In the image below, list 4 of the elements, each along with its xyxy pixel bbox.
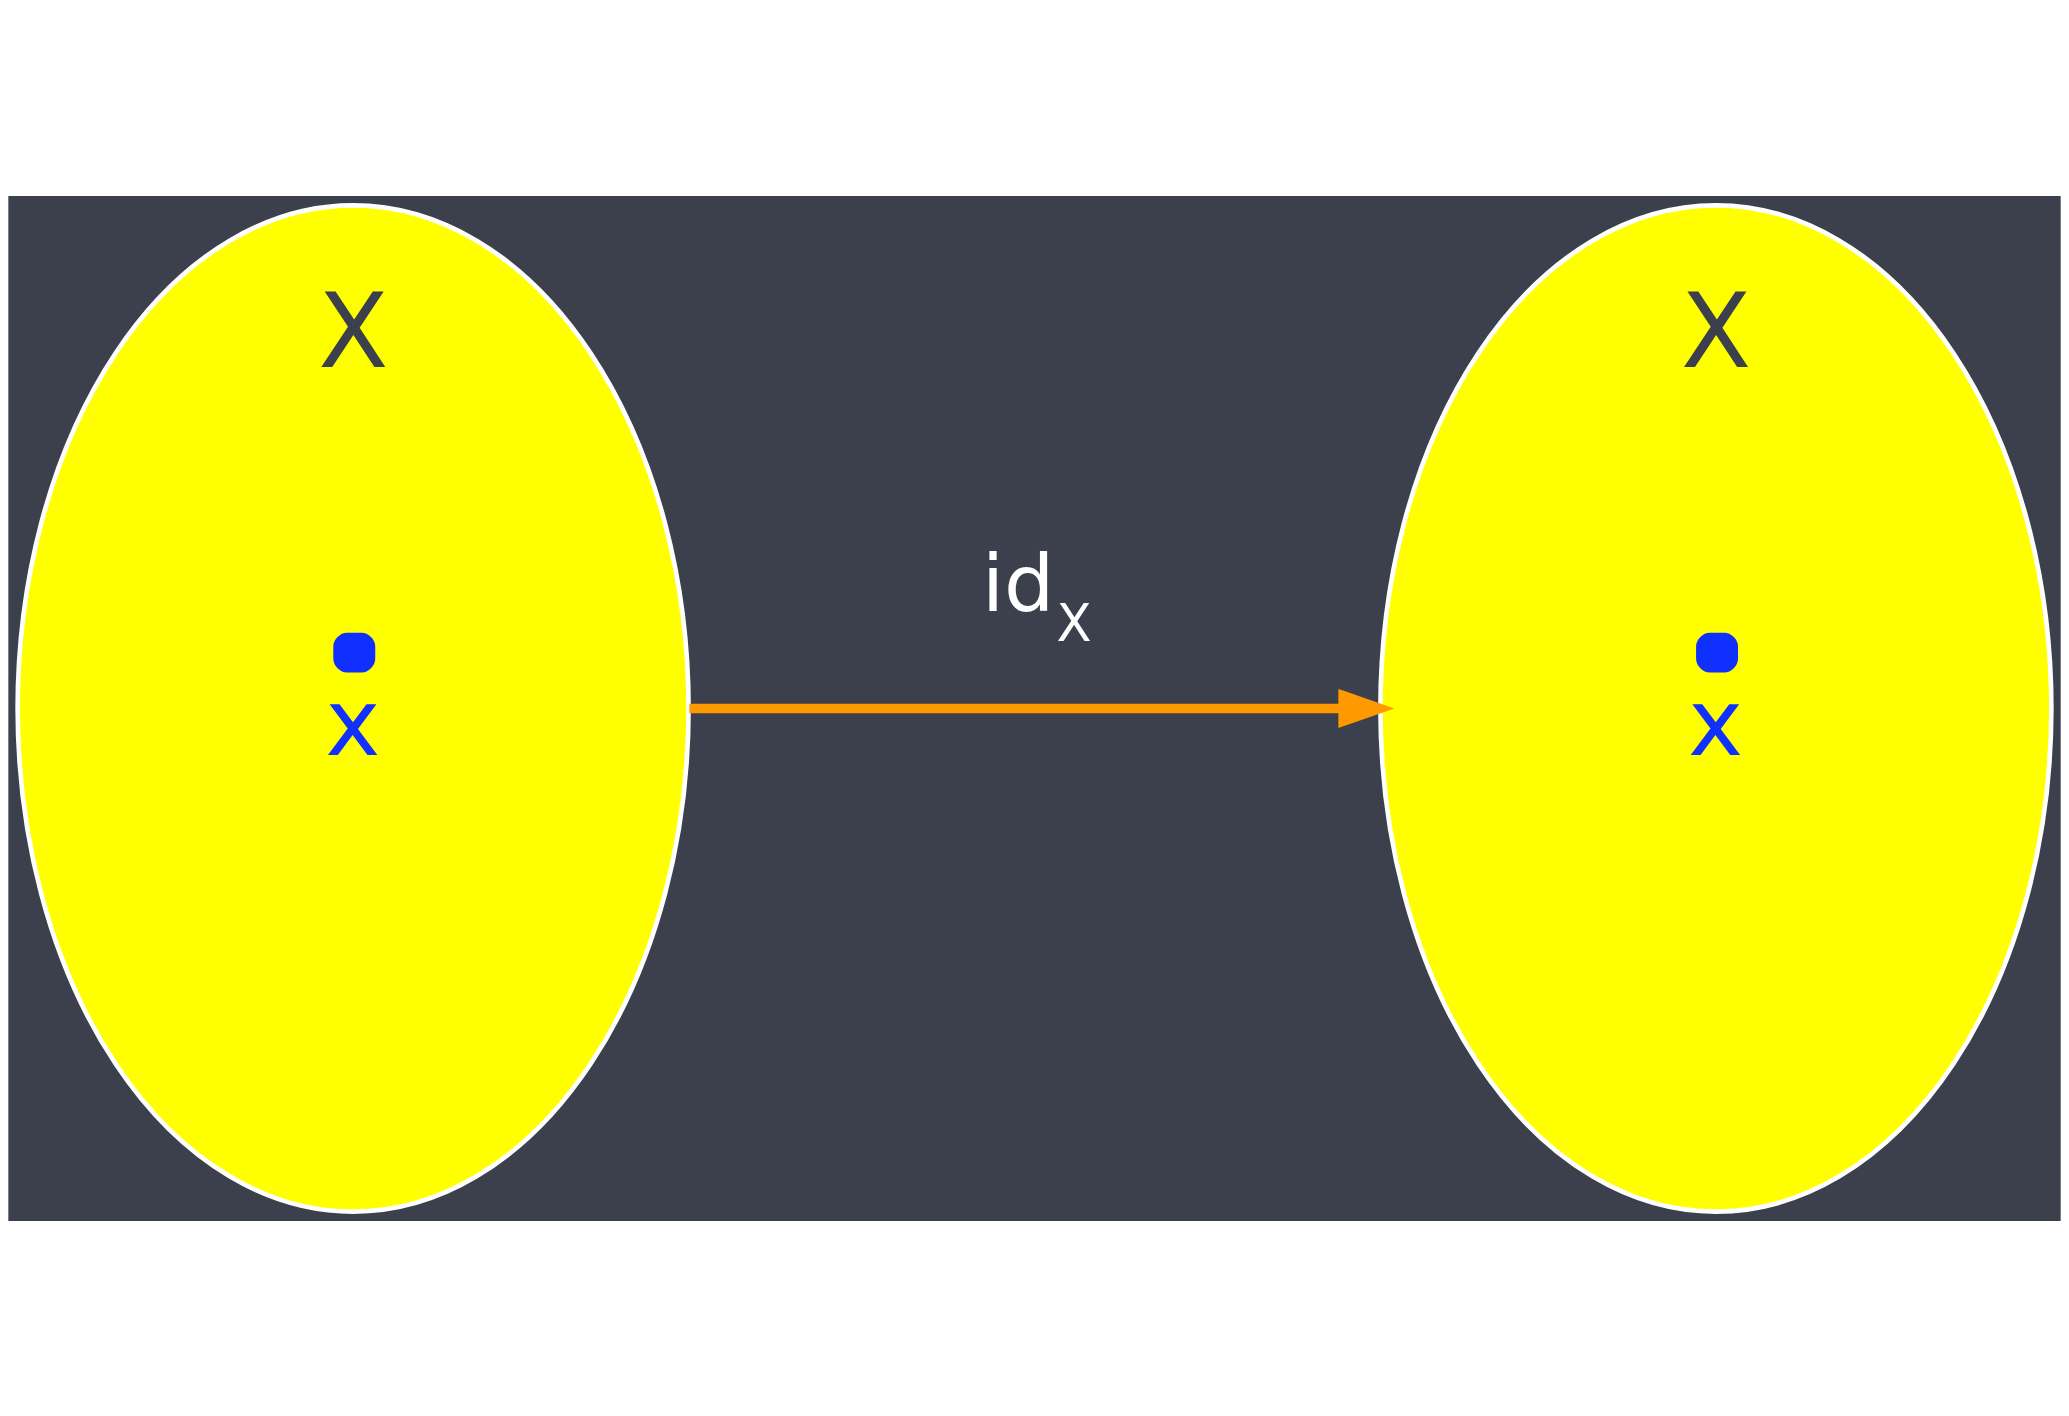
edge-label: id$_{X}$	[982, 536, 1092, 653]
arrow	[689, 688, 1395, 728]
node-ellipse: X x	[15, 202, 691, 1214]
node-ellipse: X x	[1378, 202, 2054, 1214]
